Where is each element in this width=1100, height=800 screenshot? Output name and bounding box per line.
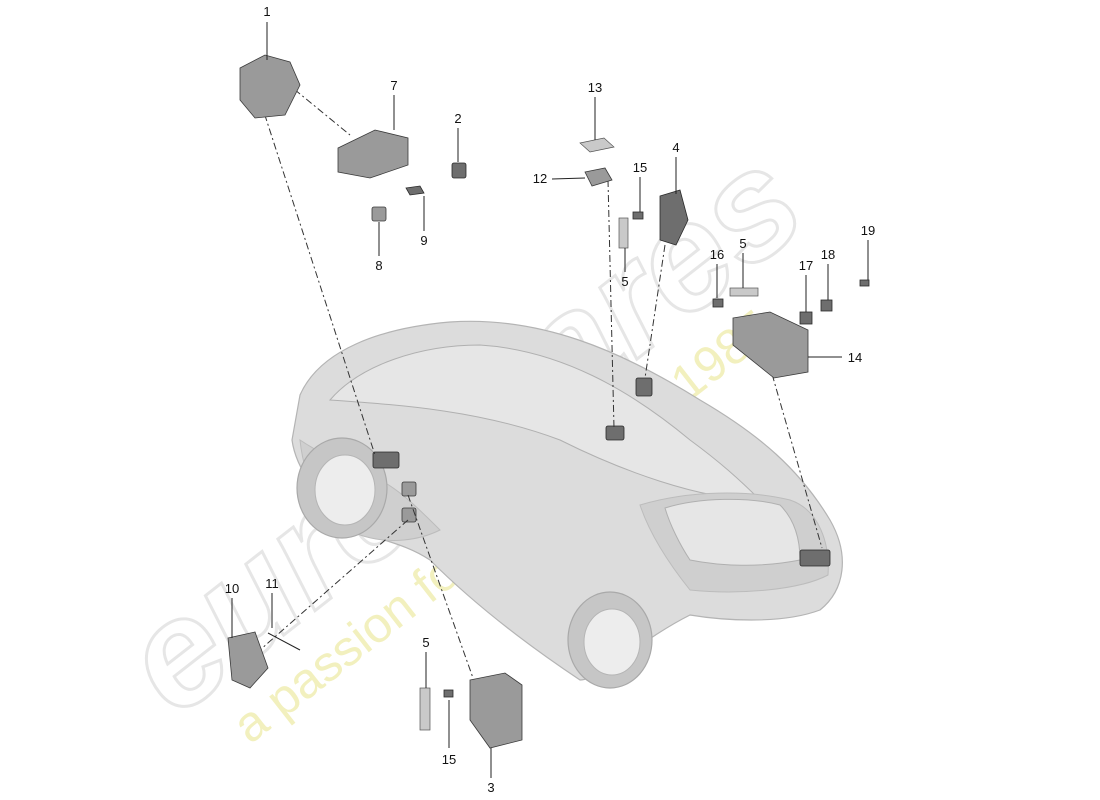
callout-17: 17 bbox=[799, 258, 813, 273]
callout-5-top: 5 bbox=[621, 274, 628, 289]
callout-14: 14 bbox=[848, 350, 862, 365]
part-18-relay bbox=[820, 299, 833, 312]
part-13-cover bbox=[579, 137, 615, 153]
leader-lines bbox=[231, 22, 869, 778]
callout-3: 3 bbox=[487, 780, 494, 795]
part-15-fuse bbox=[632, 211, 644, 220]
part-5-fuse-strip-right bbox=[729, 287, 759, 297]
part-12-holder bbox=[584, 167, 613, 187]
callout-5-bottom: 5 bbox=[422, 635, 429, 650]
callout-16: 16 bbox=[710, 247, 724, 262]
car-illustration bbox=[291, 320, 843, 689]
part-9-fuse bbox=[405, 185, 425, 196]
part-4-fuse-box bbox=[659, 189, 689, 246]
callout-10: 10 bbox=[225, 581, 239, 596]
part-7-control-unit bbox=[337, 129, 409, 179]
part-8-relay bbox=[371, 206, 387, 222]
callout-2: 2 bbox=[454, 111, 461, 126]
part-2-relay bbox=[451, 162, 467, 179]
part-16-relay bbox=[712, 298, 724, 308]
part-5-fuse-strip-bottom bbox=[419, 687, 431, 731]
callout-numbers: 1 7 2 13 12 15 4 8 9 5 16 5 17 18 19 14 … bbox=[225, 4, 875, 795]
callout-5-right: 5 bbox=[739, 236, 746, 251]
callout-15-top: 15 bbox=[633, 160, 647, 175]
assembly-lines bbox=[259, 79, 823, 679]
callout-19: 19 bbox=[861, 223, 875, 238]
part-11-pin bbox=[267, 632, 301, 651]
part-5-fuse-strip bbox=[618, 217, 629, 249]
callout-9: 9 bbox=[420, 233, 427, 248]
part-1-bracket bbox=[239, 54, 301, 119]
part-19-fuse bbox=[859, 279, 870, 287]
callout-12: 12 bbox=[533, 171, 547, 186]
callout-13: 13 bbox=[588, 80, 602, 95]
callout-15-bottom: 15 bbox=[442, 752, 456, 767]
callout-18: 18 bbox=[821, 247, 835, 262]
callout-1: 1 bbox=[263, 4, 270, 19]
part-17-relay bbox=[799, 311, 813, 325]
parts bbox=[227, 54, 870, 749]
part-3-fuse-box bbox=[469, 672, 523, 749]
part-10-holder bbox=[227, 631, 269, 689]
callout-7: 7 bbox=[390, 78, 397, 93]
callout-11: 11 bbox=[265, 576, 279, 591]
callout-4: 4 bbox=[672, 140, 679, 155]
part-15-fuse-bottom bbox=[443, 689, 454, 698]
callout-8: 8 bbox=[375, 258, 382, 273]
part-14-fuse-box bbox=[732, 311, 809, 379]
